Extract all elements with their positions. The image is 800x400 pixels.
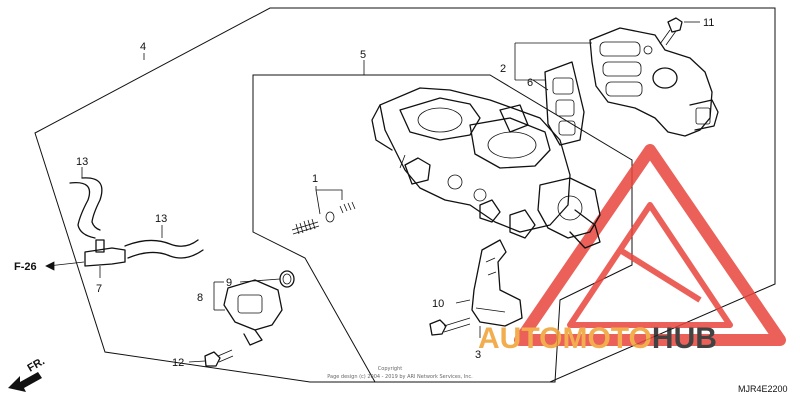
callout-11: 11 xyxy=(703,17,714,29)
bolt-icon xyxy=(204,349,234,367)
callout-9: 9 xyxy=(226,277,232,289)
gasket-icon xyxy=(544,61,585,146)
screw-spring-icon xyxy=(291,201,356,235)
o-ring-icon xyxy=(279,270,295,288)
watermark-triangle xyxy=(514,144,786,346)
hose-icon xyxy=(69,177,103,239)
front-arrow-icon: FR. xyxy=(8,355,47,392)
copyright-text: Page design (c) 2004 - 2019 by ARI Netwo… xyxy=(327,374,473,380)
bracket-icon xyxy=(471,239,523,327)
diagram-code: MJR4E2200 xyxy=(738,384,788,394)
callout-12: 12 xyxy=(172,357,184,369)
callout-5: 5 xyxy=(360,49,366,61)
copyright-title: Copyright xyxy=(378,366,402,372)
callout-10: 10 xyxy=(432,298,444,310)
watermark-text-primary: AUTOMOTOHUB xyxy=(478,322,717,355)
callout-13-lower: 13 xyxy=(155,213,167,225)
direction-label: FR. xyxy=(26,355,47,374)
leader-lines xyxy=(45,21,700,363)
sensor-icon xyxy=(223,279,283,346)
callout-1: 1 xyxy=(312,173,318,185)
callout-3: 3 xyxy=(475,349,481,361)
callout-6: 6 xyxy=(527,77,533,89)
reference-label: F-26 xyxy=(14,261,37,273)
bolt-icon xyxy=(429,317,471,336)
watermark-triangle-inner xyxy=(567,202,733,328)
callout-4: 4 xyxy=(140,41,146,53)
idle-air-valve-icon xyxy=(589,27,719,137)
bolt-icon xyxy=(659,17,697,46)
watermark: AUTOMOTOHUB xyxy=(478,144,786,355)
assembly-frame xyxy=(34,7,776,383)
callout-8: 8 xyxy=(197,292,203,304)
hose-icon xyxy=(124,239,204,259)
callout-7: 7 xyxy=(96,283,102,295)
throttle-body-icon xyxy=(371,87,601,249)
callout-13-upper: 13 xyxy=(76,156,88,168)
callout-2: 2 xyxy=(500,63,506,75)
joint-icon xyxy=(84,239,126,267)
